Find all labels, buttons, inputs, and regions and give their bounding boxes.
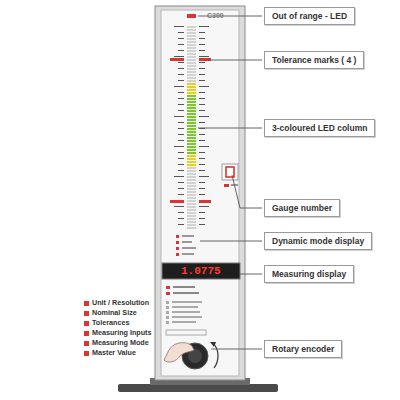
dynamic-mode-display [176,235,196,256]
callout-box: 3-coloured LED column [264,119,375,137]
menu-item: Measuring Inputs [92,329,152,337]
callout-text: 3-coloured LED column [272,123,367,133]
callout-text: Rotary encoder [272,344,334,354]
callout-box: Dynamic mode display [264,232,372,250]
hand [164,343,194,362]
column-housing [155,6,245,380]
callout-text: Dynamic mode display [272,236,364,246]
menu-item: Nominal Size [92,309,137,317]
model-name: C300 [207,12,224,20]
display-digits: 1.0775 [181,265,221,277]
menu-item: Master Value [92,349,136,357]
callout-box: Gauge number [264,199,340,217]
indicator [224,184,229,187]
callout-text: Measuring display [272,269,346,279]
leader-lines [198,16,262,349]
bullet-squares [84,301,89,356]
menu-item: Measuring Mode [92,339,149,347]
menu-item: Tolerances [92,319,129,327]
gauge-base [118,384,278,392]
callout-text: Gauge number [272,203,332,213]
callout-box: Out of range - LED [264,7,355,25]
rotation-arrow [214,344,218,368]
rotation-arrowhead [210,342,216,347]
callout-text: Out of range - LED [272,11,347,21]
measuring-display [162,263,240,279]
column-face [161,10,239,376]
led-scale [170,14,211,229]
gauge-number-digit [226,167,234,177]
callout-box: Rotary encoder [264,340,342,358]
callout-box: Measuring display [264,265,354,283]
gauge-number-window [222,164,238,180]
panel-buttons [166,286,206,335]
callout-text: Tolerance marks ( 4 ) [272,55,356,65]
callout-box: Tolerance marks ( 4 ) [264,51,364,69]
menu-item: Unit / Resolution [92,299,149,307]
